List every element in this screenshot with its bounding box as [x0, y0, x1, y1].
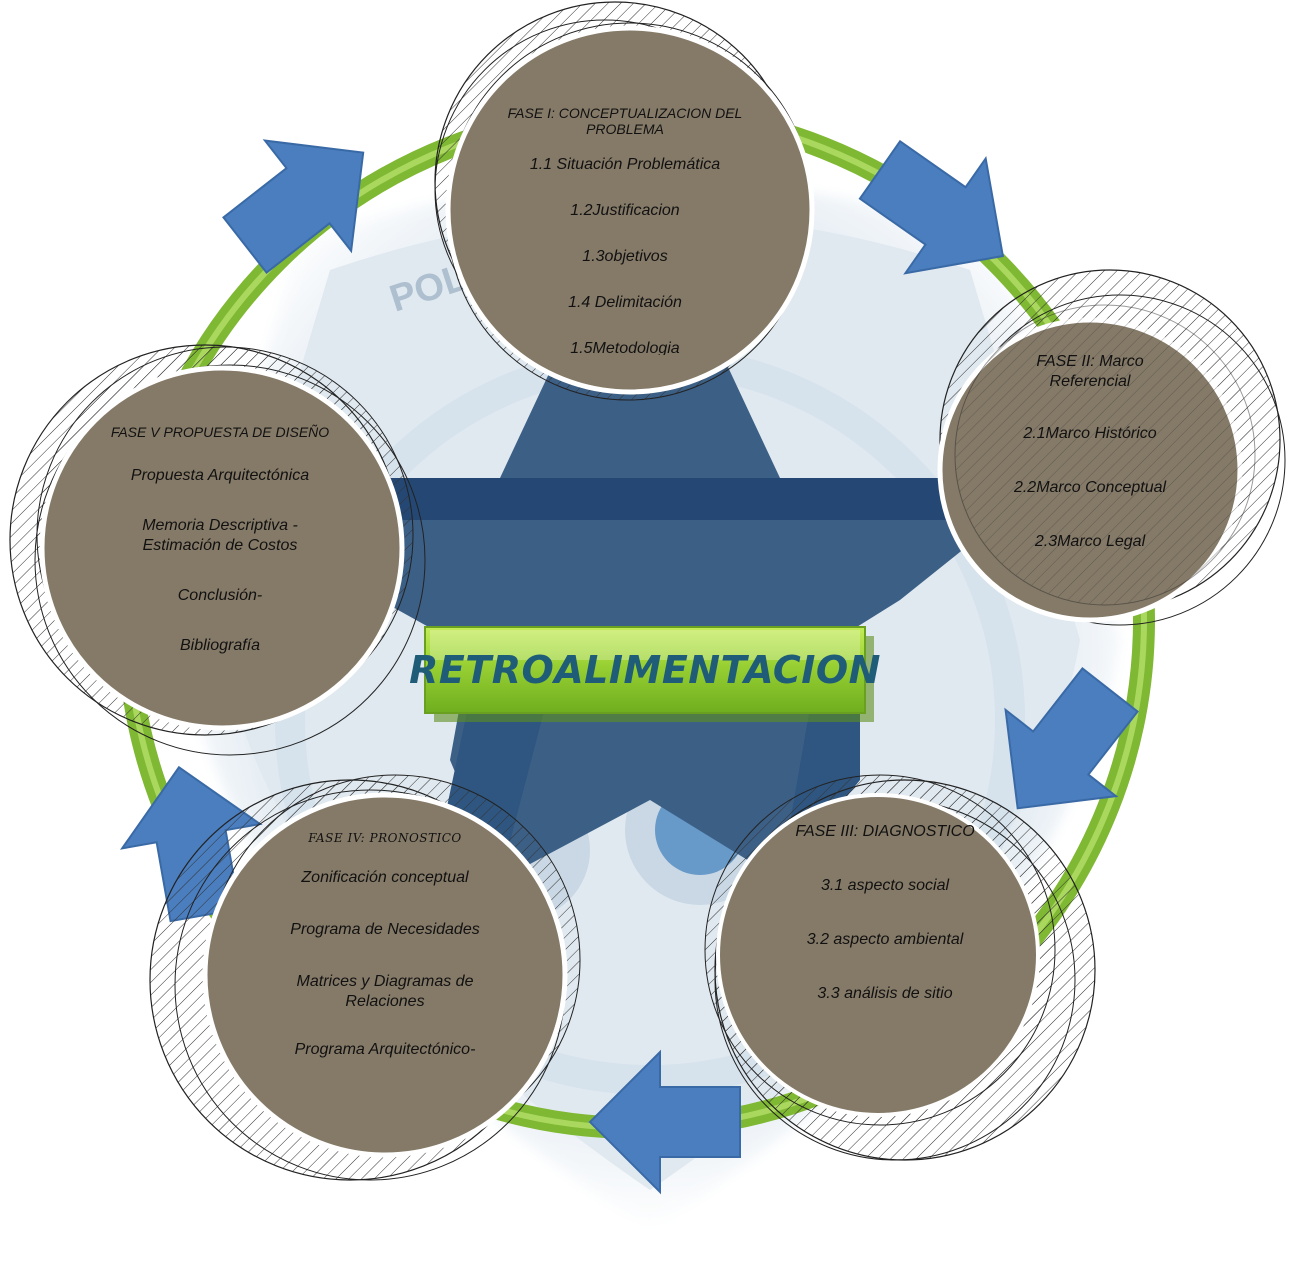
phase-5-item: Conclusión- [177, 587, 263, 604]
phase-1-title: FASE I: CONCEPTUALIZACION DEL PROBLEMA [507, 105, 743, 137]
phase-4-text: FASE IV: PRONOSTICO Zonificación concept… [255, 830, 515, 1086]
phase-5-text: FASE V PROPUESTA DE DISEÑO Propuesta Arq… [105, 424, 335, 682]
phase-1-item: 1.4 Delimitación [568, 294, 682, 311]
phase-4-item: Matrices y Diagramas de Relaciones [296, 973, 474, 1010]
arrow-5-to-1 [222, 139, 365, 274]
phase-circle-4 [149, 774, 581, 1181]
phase-2-item: 2.3Marco Legal [1034, 533, 1146, 550]
phase-2-item: 2.1Marco Histórico [1023, 425, 1157, 442]
phase-4-title: FASE IV: PRONOSTICO [308, 831, 462, 845]
phase-1-text: FASE I: CONCEPTUALIZACION DEL PROBLEMA 1… [470, 105, 780, 381]
phase-5-item: Memoria Descriptiva - Estimación de Cost… [142, 517, 298, 554]
phase-3-item: 3.3 análisis de sitio [817, 985, 953, 1002]
phase-4-item: Programa Arquitectónico- [294, 1041, 476, 1058]
phase-circle-2 [937, 269, 1286, 626]
arrow-3-to-4 [588, 1049, 741, 1195]
arrow-2-to-3 [1004, 667, 1139, 810]
phase-2-title: FASE II: Marco Referencial [1036, 353, 1144, 390]
phase-1-item: 1.2Justificacion [570, 202, 680, 219]
phase-2-text: FASE II: Marco Referencial 2.1Marco Hist… [1010, 352, 1170, 578]
phase-3-text: FASE III: DIAGNOSTICO 3.1 aspecto social… [790, 822, 980, 1030]
phase-5-title: FASE V PROPUESTA DE DISEÑO [110, 424, 330, 440]
arrow-1-to-2 [858, 139, 1005, 275]
phase-2-item: 2.2Marco Conceptual [1013, 479, 1167, 496]
phase-5-item: Bibliografía [179, 637, 261, 654]
phase-4-item: Zonificación conceptual [301, 869, 469, 886]
phase-1-item: 1.3objetivos [582, 248, 668, 265]
central-star [300, 350, 1000, 880]
phase-3-item: 3.2 aspecto ambiental [806, 931, 964, 948]
phase-circle-5 [9, 344, 426, 756]
phase-circle-3 [704, 774, 1096, 1161]
phase-5-item: Propuesta Arquitectónica [130, 467, 310, 484]
feedback-label: RETROALIMENTACION [409, 648, 881, 692]
phase-4-item: Programa de Necesidades [290, 921, 480, 938]
feedback-label-box [424, 626, 874, 722]
phase-3-title: FASE III: DIAGNOSTICO [795, 823, 975, 840]
phase-1-item: 1.1 Situación Problemática [529, 156, 721, 173]
phase-3-item: 3.1 aspecto social [820, 877, 950, 894]
phase-circle-1 [434, 1, 815, 401]
phase-1-item: 1.5Metodologia [570, 340, 680, 355]
